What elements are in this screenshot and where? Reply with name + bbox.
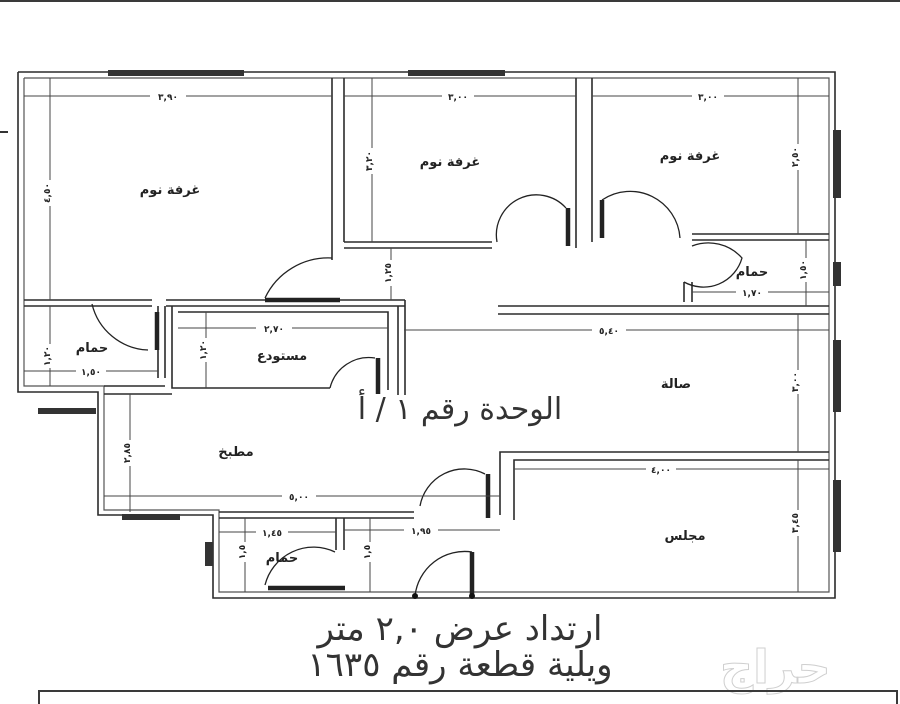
window-bath-left (38, 408, 96, 414)
dim-bedroom-3-depth: ٢,٥٠ (791, 147, 801, 167)
window-bath-bottom (205, 542, 213, 566)
dim-bath-left-depth: ١,٢٠ (43, 346, 53, 366)
doors (91, 190, 743, 599)
dim-entry-width: ١,٩٥ (411, 527, 431, 537)
dim-corridor-depth: ١,٢٥ (384, 263, 394, 283)
dim-storage-depth: ١,٢٠ (199, 340, 209, 360)
dim-bath-right-depth: ١,٥٠ (799, 260, 809, 280)
watermark-logo: حراج (720, 640, 832, 695)
dim-bath-bottom-depth: ١,٥ (238, 545, 248, 559)
room-hall: صالة (661, 377, 691, 392)
dim-storage-width: ٢,٧٠ (264, 325, 284, 335)
outer-walls (17, 71, 836, 599)
room-labels: غرفة نوم غرفة نوم غرفة نوم حمام حمام مست… (76, 149, 769, 566)
dim-bedroom-1-width: ٣,٩٠ (158, 93, 178, 103)
dim-entry-depth: ١,٥ (363, 545, 373, 559)
window-hall (833, 340, 841, 412)
dim-bath-bottom-width: ١,٤٥ (262, 529, 282, 539)
window-kitchen (122, 514, 180, 520)
dim-bedroom-3-width: ٣,٠٠ (698, 93, 718, 103)
unit-title: الوحدة رقم ١ / أ (357, 392, 563, 427)
dim-majlis-width: ٤,٠٠ (651, 466, 671, 476)
dim-bath-right-width: ١,٧٠ (742, 289, 762, 299)
left-edge-tick (0, 131, 8, 133)
dim-kitchen-depth: ٢,٨٥ (123, 443, 133, 463)
room-kitchen: مطبخ (218, 445, 253, 460)
room-bath-left: حمام (76, 341, 109, 356)
dim-bath-left-width: ١,٥٠ (81, 368, 101, 378)
room-storage: مستودع (257, 349, 307, 364)
dim-kitchen-width: ٥,٠٠ (289, 493, 309, 503)
room-bedroom-3: غرفة نوم (660, 149, 720, 164)
dim-bedroom-2-width: ٣,٠٠ (448, 93, 468, 103)
window-bedroom-1 (108, 70, 244, 76)
window-bath-right (833, 262, 841, 286)
room-bath-right: حمام (736, 265, 769, 280)
dim-hall-width: ٥,٤٠ (599, 327, 619, 337)
window-bedroom-2 (408, 70, 505, 76)
top-border-line (0, 0, 900, 2)
dim-bedroom-2-depth: ٣,٢٠ (365, 151, 375, 171)
dim-bedroom-1-depth: ٤,٥٠ (43, 183, 53, 203)
dim-hall-depth: ٣,٠٠ (791, 372, 801, 392)
bottom-frame (38, 690, 898, 704)
plot-caption: ويلية قطعة رقم ١٦٣٥ (307, 645, 613, 685)
dimension-labels: ٣,٩٠ ٣,٠٠ ٣,٠٠ ٤,٥٠ ٣,٢٠ ٢,٥٠ ١,٢٥ ١,٥٠ … (42, 90, 814, 562)
window-majlis (833, 480, 841, 552)
room-majlis: مجلس (664, 529, 705, 544)
setback-caption: ارتداد عرض ٢,٠ متر (317, 609, 603, 649)
window-bedroom-3 (833, 130, 841, 198)
room-bedroom-2: غرفة نوم (420, 155, 480, 170)
dim-majlis-depth: ٣,٤٥ (791, 513, 801, 533)
room-bedroom-1: غرفة نوم (140, 183, 200, 198)
room-bath-bottom: حمام (266, 551, 299, 566)
